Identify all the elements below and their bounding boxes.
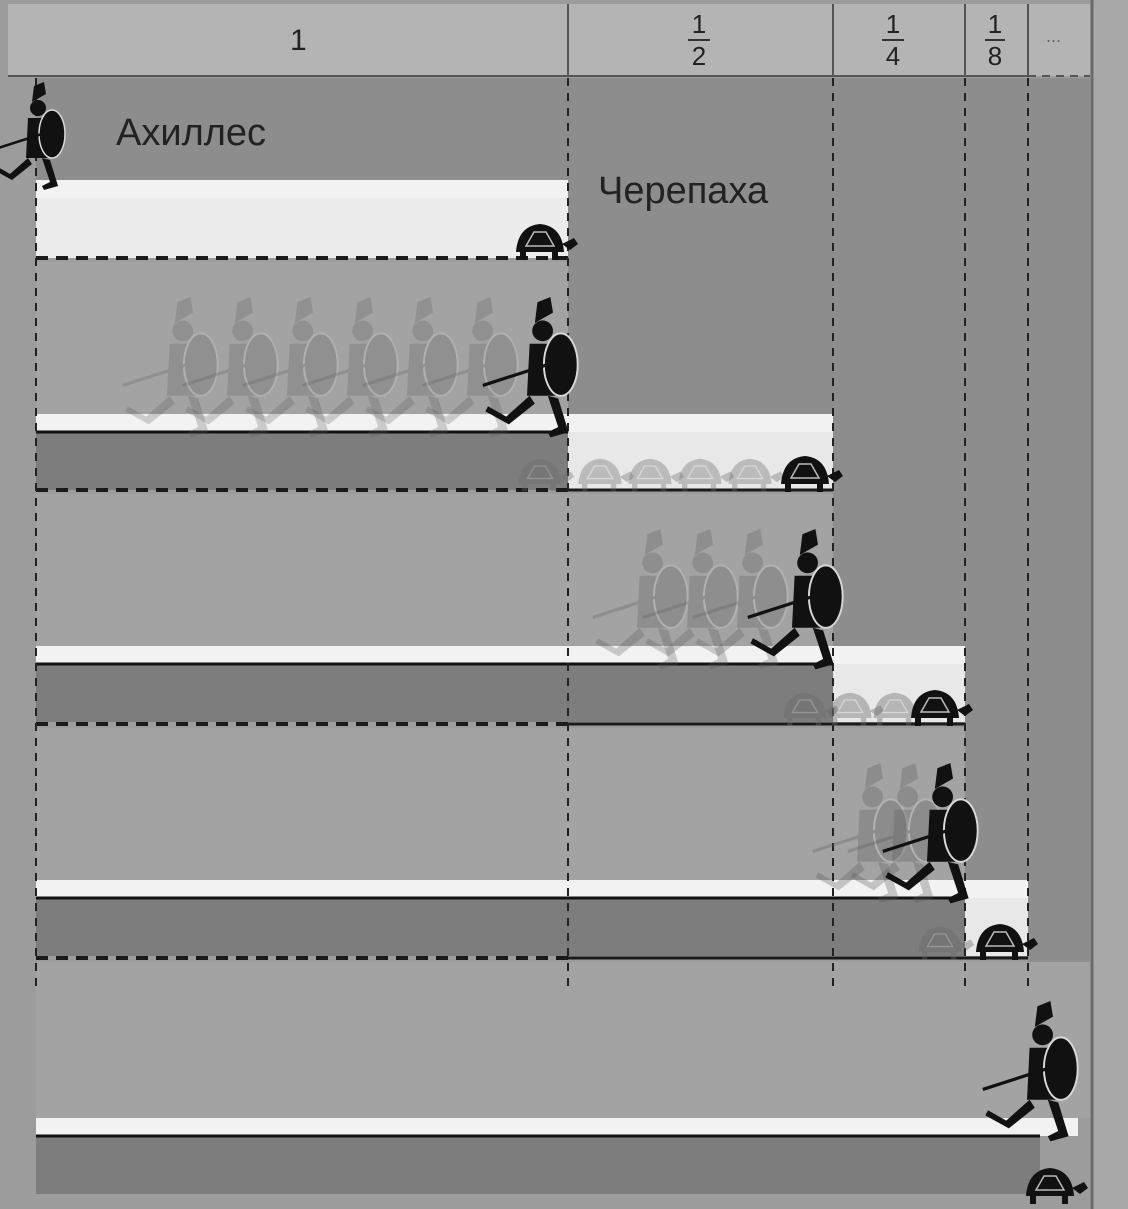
head: [642, 552, 663, 573]
run-bar: [36, 1136, 1040, 1194]
head: [472, 320, 493, 341]
head: [862, 786, 883, 807]
tortoise-leg: [785, 484, 791, 492]
first-tortoise-track: [36, 198, 568, 258]
tortoise-leg: [522, 484, 527, 491]
tortoise-leg: [817, 484, 823, 492]
tortoise-leg: [816, 718, 821, 725]
head: [412, 320, 433, 341]
tortoise-leg: [951, 952, 956, 959]
head: [30, 100, 46, 116]
tortoise-zone-3: [965, 78, 1028, 880]
header-strip: [8, 4, 1090, 76]
tortoise-leg: [922, 952, 927, 959]
fraction-denominator: 4: [876, 42, 910, 70]
tortoise-leg: [906, 718, 911, 725]
fraction-numerator: 1: [980, 10, 1010, 38]
tortoise-leg: [582, 484, 587, 491]
fraction-denominator: 8: [980, 42, 1010, 70]
tortoise-leg: [661, 484, 666, 491]
run-bar: [36, 664, 833, 722]
head: [897, 786, 918, 807]
tortoise-leg: [520, 252, 526, 260]
tortoise-leg: [761, 484, 766, 491]
tortoise-label: Черепаха: [598, 170, 768, 213]
head: [1032, 1024, 1053, 1045]
tortoise-leg: [551, 484, 556, 491]
tortoise-leg: [1012, 952, 1018, 960]
header-col-half: 1 2: [682, 10, 716, 70]
head: [797, 552, 818, 573]
tortoise-leg: [732, 484, 737, 491]
run-bar: [36, 898, 965, 956]
run-bar: [36, 432, 568, 490]
head: [742, 552, 763, 573]
header-col-ellipsis: ...: [1046, 26, 1061, 47]
tortoise-leg: [711, 484, 716, 491]
head: [692, 552, 713, 573]
tortoise-leg: [947, 718, 953, 726]
tortoise-leg: [632, 484, 637, 491]
achilles-label: Ахиллес: [116, 112, 266, 155]
fraction-numerator: 1: [876, 10, 910, 38]
head: [232, 320, 253, 341]
header-col-eighth: 1 8: [980, 10, 1010, 70]
track-row: [36, 1118, 1078, 1136]
tortoise-leg: [611, 484, 616, 491]
fraction-numerator: 1: [682, 10, 716, 38]
run-band: [36, 728, 965, 880]
tortoise-leg: [915, 718, 921, 726]
right-margin: [1090, 0, 1128, 1209]
head: [292, 320, 313, 341]
tortoise-leg: [877, 718, 882, 725]
tortoise-zone-2: [833, 78, 965, 646]
head: [532, 320, 553, 341]
tortoise-leg: [1062, 1196, 1068, 1204]
head: [172, 320, 193, 341]
track-row: [36, 180, 568, 198]
run-band: [36, 962, 1090, 1118]
fraction-denominator: 2: [682, 42, 716, 70]
head: [352, 320, 373, 341]
tortoise-leg: [980, 952, 986, 960]
tortoise-zone-1: [568, 78, 833, 414]
header-col-quarter: 1 4: [876, 10, 910, 70]
header-col-1-label: 1: [290, 24, 307, 58]
tortoise-leg: [787, 718, 792, 725]
tortoise-leg: [861, 718, 866, 725]
head: [932, 786, 953, 807]
tortoise-leg: [552, 252, 558, 260]
tortoise-leg: [1030, 1196, 1036, 1204]
tortoise-leg: [682, 484, 687, 491]
tortoise-leg: [832, 718, 837, 725]
